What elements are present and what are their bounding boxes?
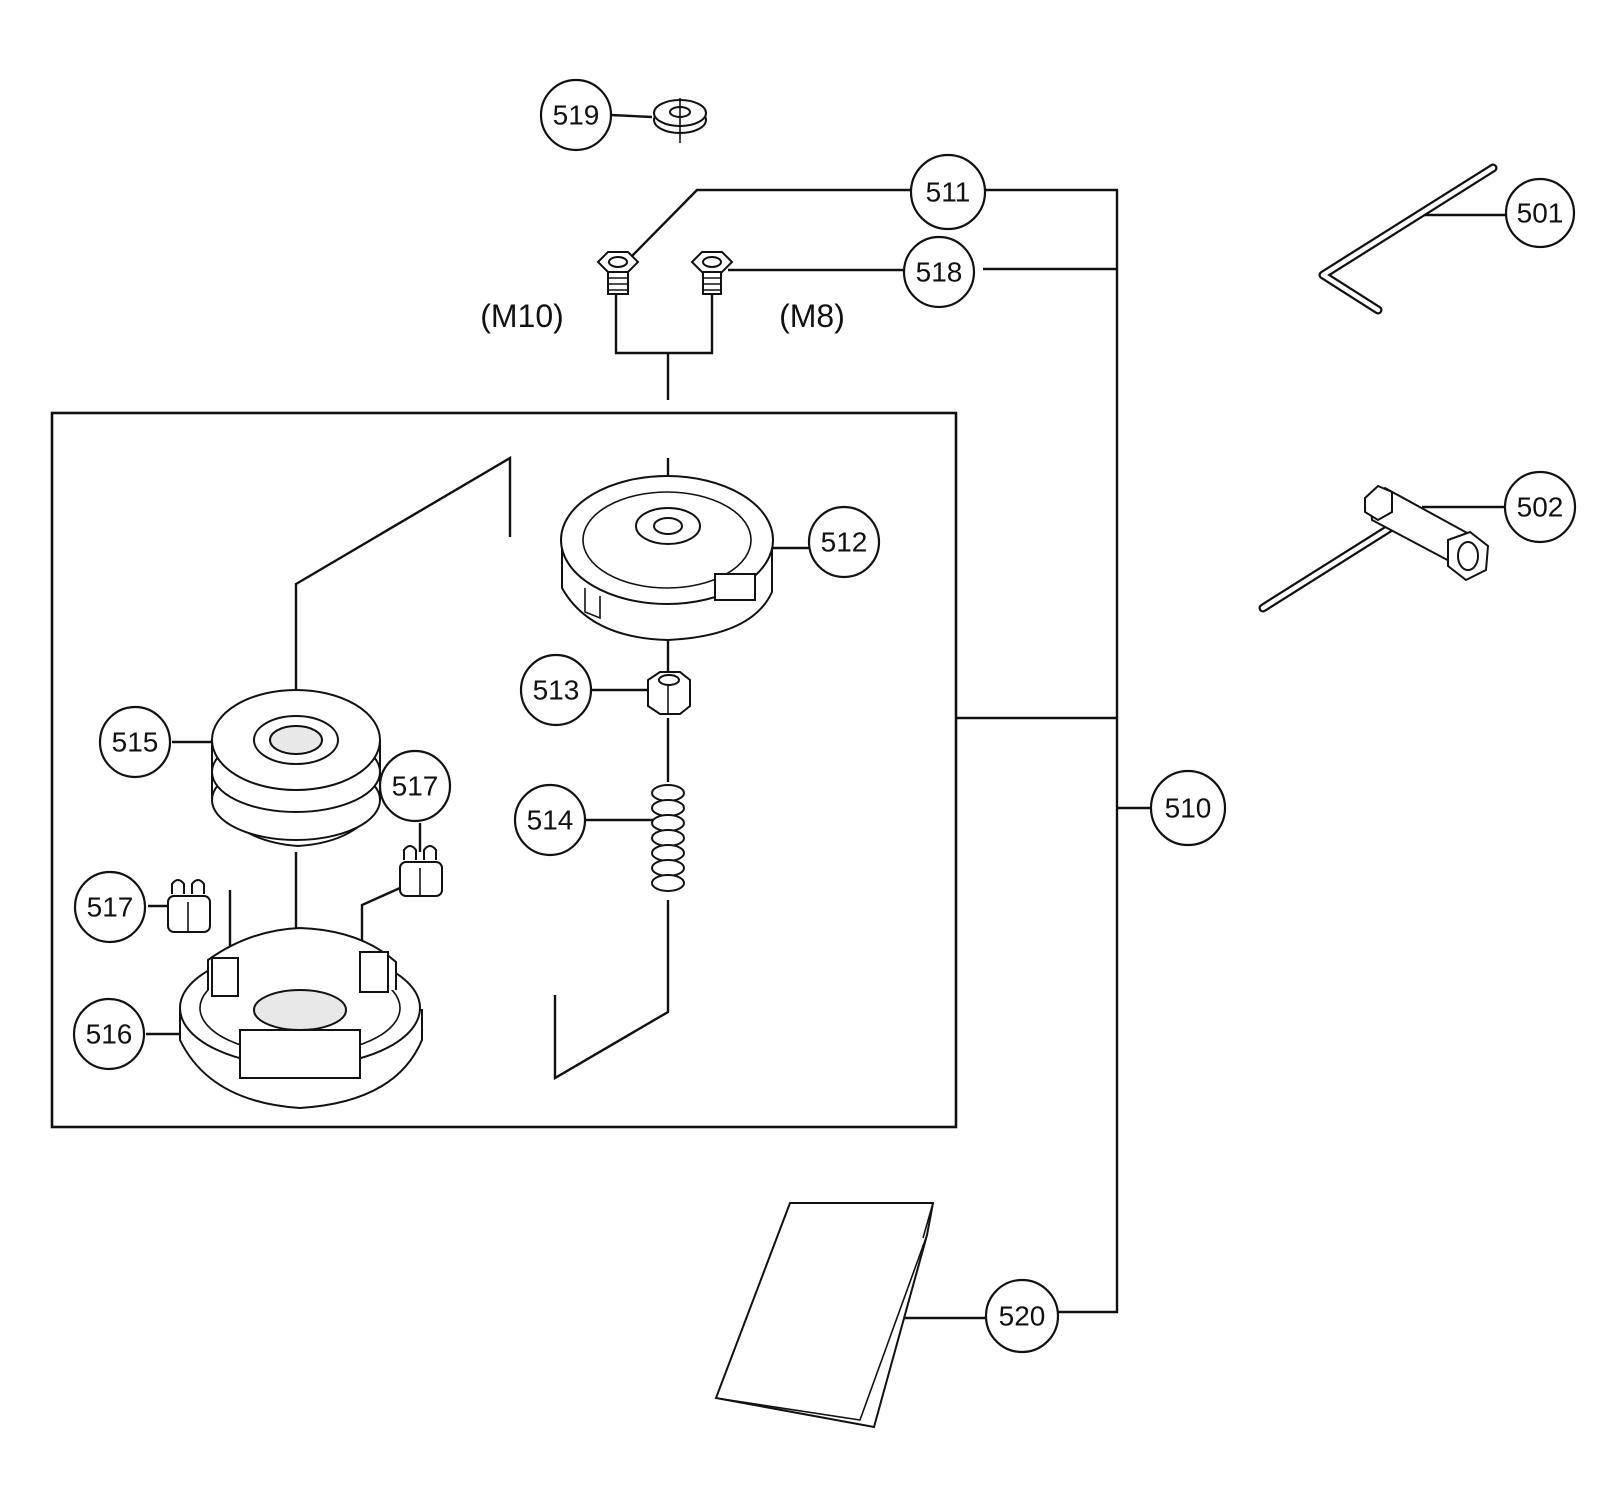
callout-513: 513 xyxy=(519,653,593,727)
adapter-m8-icon xyxy=(690,251,734,295)
callout-515: 515 xyxy=(98,705,172,779)
callout-501: 501 xyxy=(1504,177,1576,249)
washer-519-icon xyxy=(653,98,707,143)
callout-516-text: 516 xyxy=(86,1019,133,1050)
cover-512-icon xyxy=(560,475,774,642)
callout-520: 520 xyxy=(984,1278,1060,1354)
callout-518-text: 518 xyxy=(916,257,963,288)
eyelet-517-left-icon xyxy=(167,879,211,933)
callout-513-text: 513 xyxy=(533,675,580,706)
manual-520-icon xyxy=(714,1202,935,1429)
callout-501-text: 501 xyxy=(1517,198,1564,229)
spool-515-icon xyxy=(211,689,381,848)
housing-516-icon xyxy=(179,926,423,1110)
callout-510: 510 xyxy=(1149,769,1227,847)
callout-514-text: 514 xyxy=(527,805,574,836)
kit-box xyxy=(50,411,958,1129)
leader-lines xyxy=(610,113,1510,1320)
callout-517-left: 517 xyxy=(73,870,147,944)
callout-516: 516 xyxy=(72,997,146,1071)
callout-502: 502 xyxy=(1503,470,1577,544)
nut-513-icon xyxy=(647,671,691,715)
callout-510-text: 510 xyxy=(1165,793,1212,824)
t-wrench-502-icon xyxy=(1258,484,1490,613)
callout-517-right: 517 xyxy=(378,749,452,823)
callout-512-text: 512 xyxy=(821,527,868,558)
callout-518: 518 xyxy=(902,235,976,309)
callout-511: 511 xyxy=(909,153,987,231)
eyelet-517-right-icon xyxy=(399,845,443,897)
callout-519: 519 xyxy=(539,78,613,152)
thread-size-m8: (M8) xyxy=(779,298,845,334)
thread-size-m10: (M10) xyxy=(480,298,564,334)
callout-517-left-text: 517 xyxy=(87,892,134,923)
callout-515-text: 515 xyxy=(112,727,159,758)
adapter-m10-icon xyxy=(596,251,640,295)
callout-502-text: 502 xyxy=(1517,492,1564,523)
spring-514-icon xyxy=(651,784,685,892)
hex-key-501-icon xyxy=(1318,163,1498,315)
callout-514: 514 xyxy=(513,783,587,857)
callout-512: 512 xyxy=(807,505,881,579)
callout-520-text: 520 xyxy=(999,1301,1046,1332)
callout-519-text: 519 xyxy=(553,100,600,131)
callout-511-text: 511 xyxy=(926,177,971,208)
callout-517-right-text: 517 xyxy=(392,771,439,802)
